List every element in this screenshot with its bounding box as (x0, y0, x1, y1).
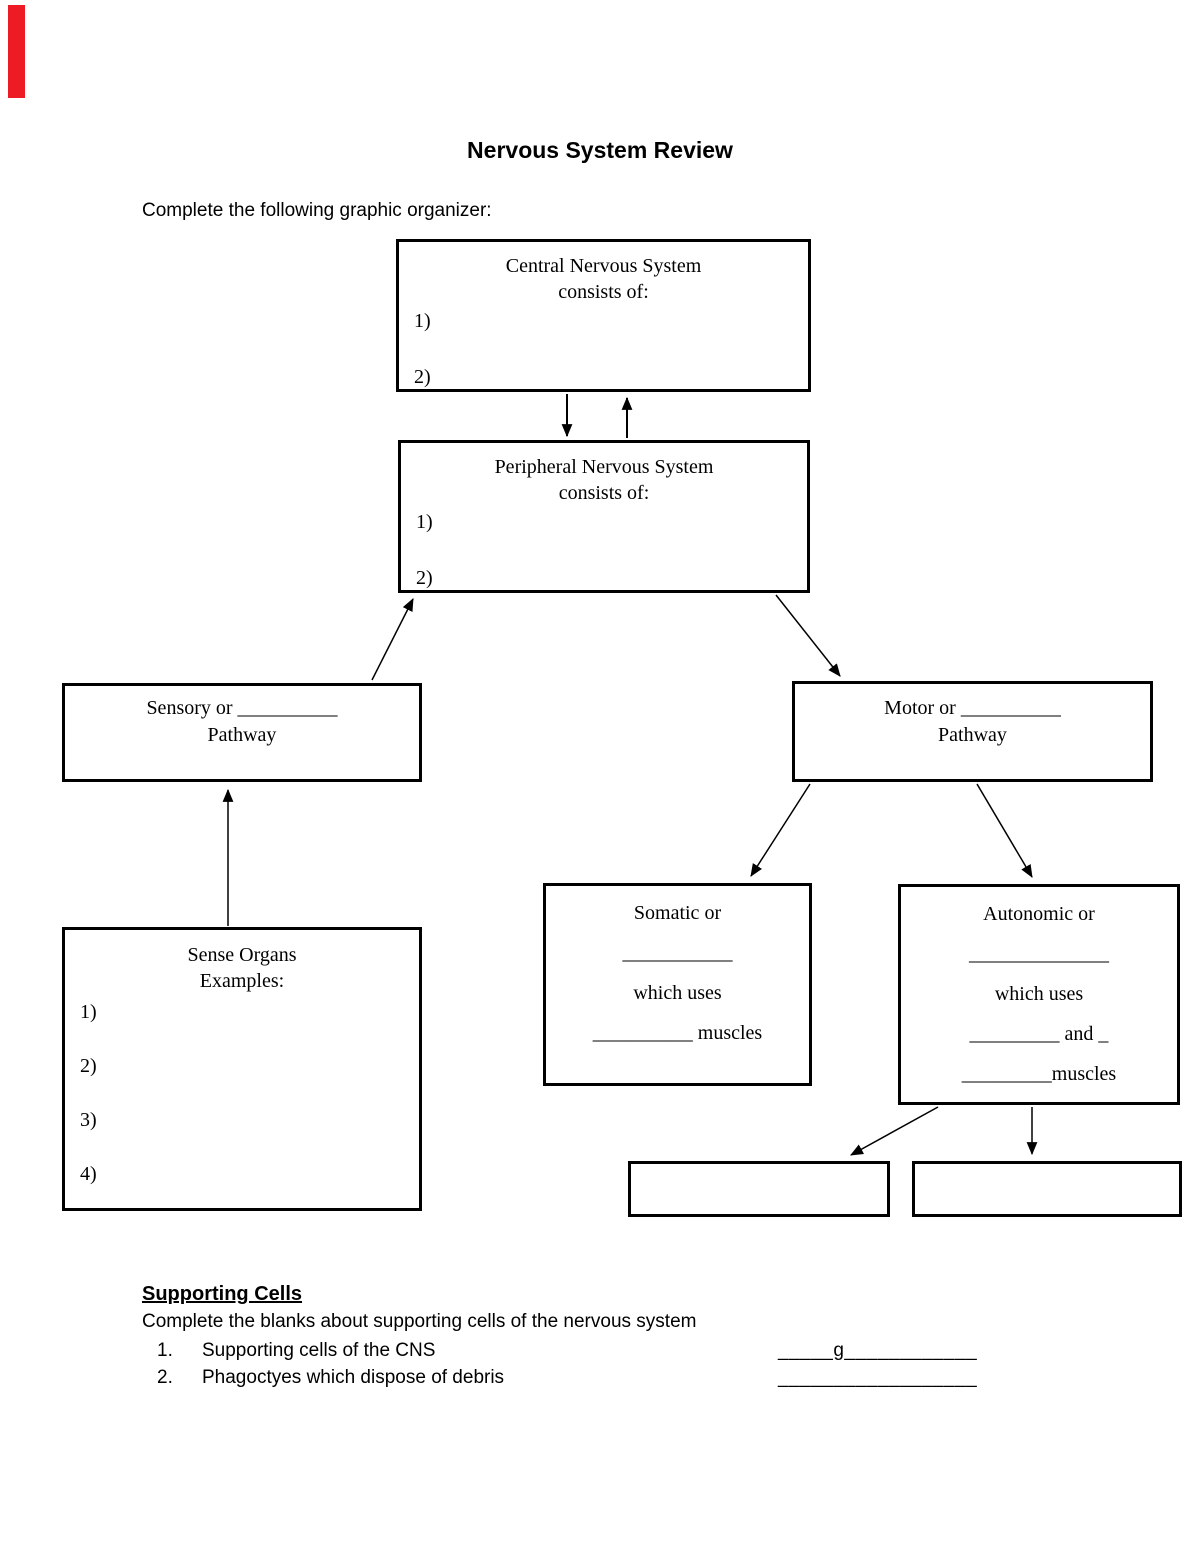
sense-organs-item-4: 4) (80, 1163, 97, 1185)
bottom-right-box (912, 1161, 1182, 1217)
sense-organs-title-line2: Examples: (199, 970, 285, 992)
sc-item-2-text: Phagoctyes which dispose of debris (202, 1367, 505, 1388)
autonomic-line1: Autonomic or (983, 903, 1095, 925)
sensory-line1: Sensory or __________ (146, 697, 338, 719)
arrow-motor-to-somatic (750, 783, 811, 877)
sense-organs-title-line1: Sense Organs (187, 944, 297, 966)
supporting-cells-heading: Supporting Cells (142, 1283, 302, 1305)
cns-item-2: 2) (414, 366, 431, 388)
bottom-left-box (628, 1161, 890, 1217)
cns-title-line1: Central Nervous System (505, 255, 702, 277)
autonomic-line4: _________ and _ (969, 1023, 1109, 1045)
sense-organs-title: Sense Organs Examples: (65, 930, 419, 994)
sc-item-2-blank: __________________ (778, 1367, 978, 1388)
pns-title-line1: Peripheral Nervous System (494, 456, 714, 478)
pns-title-line2: consists of: (558, 482, 650, 504)
page-instruction: Complete the following graphic organizer… (142, 200, 492, 221)
pns-item-1: 1) (416, 511, 433, 533)
sc-item-2-number: 2. (157, 1367, 173, 1388)
sc-item-1-text: Supporting cells of the CNS (202, 1340, 436, 1361)
somatic-box: Somatic or ___________ which uses ______… (543, 883, 812, 1086)
sense-organs-item-3: 3) (80, 1109, 97, 1131)
pns-box: Peripheral Nervous System consists of: 1… (398, 440, 810, 593)
sc-item-1-blank: _____g____________ (778, 1340, 978, 1361)
page-title: Nervous System Review (467, 137, 733, 163)
autonomic-blank: ______________ (969, 943, 1109, 965)
sensory-pathway-box: Sensory or __________ Pathway (62, 683, 422, 782)
cns-title-line2: consists of: (558, 281, 649, 303)
sense-organs-item-1: 1) (80, 1001, 97, 1023)
autonomic-line5: _________muscles (961, 1063, 1117, 1085)
sense-organs-box: Sense Organs Examples: 1) 2) 3) 4) (62, 927, 422, 1211)
sense-organs-item-2: 2) (80, 1055, 97, 1077)
somatic-line3: which uses (633, 982, 722, 1004)
cns-box: Central Nervous System consists of: 1) 2… (396, 239, 811, 392)
somatic-blank: ___________ (622, 942, 733, 964)
sensory-line2: Pathway (207, 724, 277, 746)
pns-box-title: Peripheral Nervous System consists of: (401, 443, 807, 506)
somatic-line1: Somatic or (633, 902, 722, 924)
autonomic-box: Autonomic or ______________ which uses _… (898, 884, 1180, 1105)
somatic-line4: __________ muscles (592, 1022, 763, 1044)
arrow-motor-to-autonomic (976, 783, 1033, 878)
autonomic-line3: which uses (994, 983, 1084, 1005)
motor-line1: Motor or __________ (884, 697, 1061, 719)
pns-item-2: 2) (416, 567, 433, 589)
arrow-autonomic-to-bottom-left (850, 1106, 939, 1156)
supporting-cells-instruction: Complete the blanks about supporting cel… (142, 1311, 697, 1332)
motor-line2: Pathway (938, 724, 1007, 746)
sc-item-1-number: 1. (157, 1340, 173, 1361)
cns-item-1: 1) (414, 310, 431, 332)
cns-box-title: Central Nervous System consists of: (399, 242, 808, 305)
red-edge-marker (8, 5, 25, 98)
motor-pathway-box: Motor or __________ Pathway (792, 681, 1153, 782)
